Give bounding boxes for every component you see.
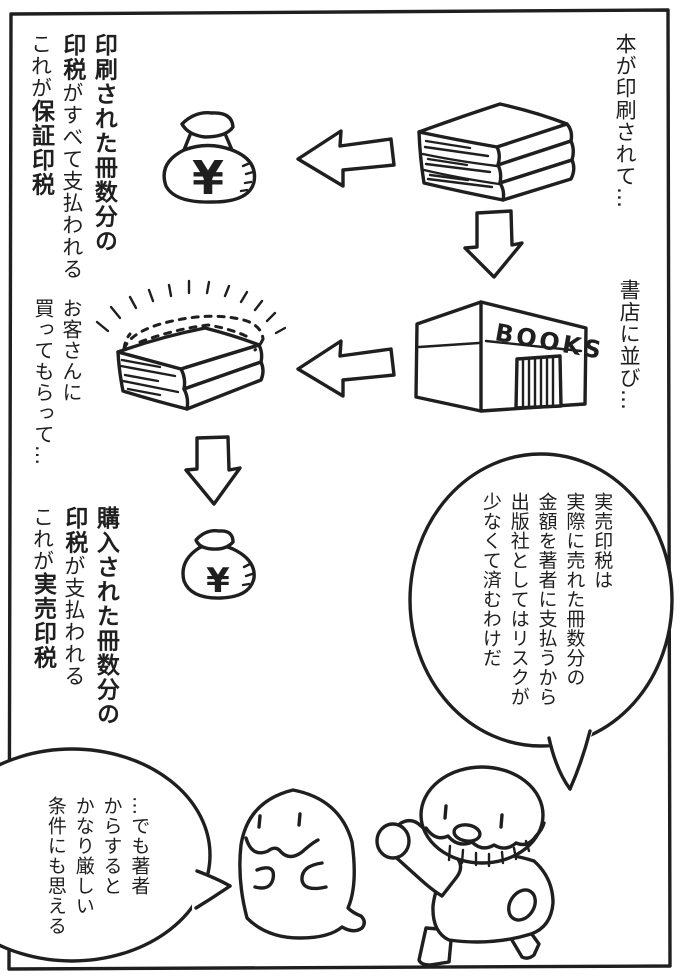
author-speech-bubble <box>0 747 232 963</box>
actual-line2-rest: が支払われる <box>61 555 86 687</box>
publisher-line-5: 少なくて済むわけだ <box>479 492 502 668</box>
guaranteed-line3: これが保証印税 <box>27 33 53 303</box>
author-line-4: 条件にも思える <box>44 796 67 936</box>
caption-bookstore-text: 書店に並び… <box>617 279 642 411</box>
publisher-line-1: 実売印税は <box>591 492 614 590</box>
author-line-2: からすると <box>100 796 123 896</box>
author-bubble-text: …でも著者 からすると かなり厳しい 条件にも思える <box>38 796 155 961</box>
arrow-left-middle <box>296 339 396 398</box>
caption-customers-line1: お客さんに <box>59 298 83 403</box>
actual-line3-bold: 実売印税 <box>29 572 56 670</box>
sparkle-dashes <box>95 279 287 335</box>
yen-symbol-large: ¥ <box>192 151 224 205</box>
guaranteed-line3-plain: これが <box>28 33 53 99</box>
caption-customers-line2: 買ってもらって… <box>31 298 55 466</box>
actual-line1: 購入された冊数分の <box>92 506 119 727</box>
money-bag-large: ¥ <box>162 111 257 205</box>
publisher-character <box>375 765 555 967</box>
guaranteed-royalty-label: 印刷された冊数分の 印税がすべて支払われる これが保証印税 <box>22 33 121 303</box>
sold-books-illustration <box>95 279 287 411</box>
actual-royalty-label: 購入された冊数分の 印税が支払われる これが実売印税 <box>24 506 123 736</box>
author-line-3: かなり厳しい <box>72 796 95 916</box>
caption-customers: お客さんに 買ってもらって… <box>26 298 87 478</box>
caption-printed-text: 本が印刷されて… <box>613 33 638 209</box>
caption-printed: 本が印刷されて… <box>608 33 642 223</box>
yen-symbol-small: ¥ <box>206 561 230 601</box>
publisher-bubble-text: 実売印税は 実際に売れた冊数分の 金額を著者に支払うから 出版社としてはリスクが… <box>473 492 618 707</box>
guaranteed-line1: 印刷された冊数分の <box>90 33 117 254</box>
arrow-left-top <box>296 129 396 188</box>
arrow-down-bottom <box>184 435 242 506</box>
guaranteed-line2-rest: がすべて支払われる <box>59 82 84 280</box>
publisher-line-4: 出版社としてはリスクが <box>507 492 530 707</box>
bookstore-illustration: BOOKS <box>414 300 606 413</box>
arrow-down-top <box>463 209 524 279</box>
ghost-character <box>238 788 366 940</box>
actual-line2: 印税が支払われる <box>60 506 87 736</box>
beard-scribble <box>447 839 531 868</box>
author-line-1: …でも著者 <box>128 796 151 896</box>
guaranteed-line2-bold: 印税 <box>58 33 85 82</box>
money-bag-small: ¥ <box>181 529 256 601</box>
publisher-line-3: 金額を著者に支払うから <box>535 492 558 707</box>
caption-bookstore: 書店に並び… <box>612 279 646 429</box>
actual-line3-plain: これが <box>30 506 55 572</box>
publisher-speech-bubble <box>408 452 674 792</box>
guaranteed-line2: 印税がすべて支払われる <box>58 33 85 303</box>
publisher-line-2: 実際に売れた冊数分の <box>563 492 586 687</box>
actual-line2-bold: 印税 <box>60 506 87 555</box>
printed-books-illustration <box>417 102 576 202</box>
actual-line3: これが実売印税 <box>29 506 55 736</box>
panel-frame <box>7 8 672 971</box>
guaranteed-line3-bold: 保証印税 <box>27 99 54 197</box>
